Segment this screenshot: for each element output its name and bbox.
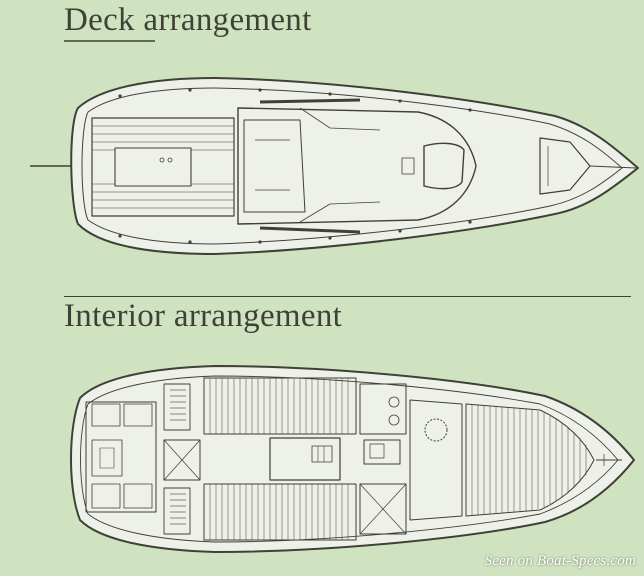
deck-companionway [243, 119, 306, 213]
interior-heads [409, 399, 463, 521]
interior-sink [363, 439, 401, 465]
interior-engine-box [163, 439, 201, 481]
deck-cockpit [91, 117, 235, 217]
deck-forehatch [423, 142, 465, 190]
interior-hanging-locker [359, 483, 407, 535]
deck-stanchions [118, 88, 472, 244]
interior-galley [359, 383, 407, 435]
deck-anchor-locker [539, 137, 591, 195]
stove-burner-icon [388, 396, 400, 408]
deck-sheer-line [81, 87, 623, 245]
deck-plan [30, 40, 639, 255]
interior-settee-port [203, 377, 357, 435]
deck-forestay [589, 165, 637, 169]
interior-steps-starboard [163, 487, 191, 535]
interior-hull-outline [70, 365, 635, 553]
deck-arrangement-heading: Deck arrangement [64, 2, 312, 38]
deck-vent [401, 157, 415, 175]
stove-burner-icon [388, 414, 400, 426]
interior-inner-hull [80, 375, 619, 543]
interior-heading-rule [64, 296, 631, 297]
deck-winch [159, 157, 165, 163]
interior-steps-port [163, 383, 191, 431]
deck-cockpit-well [114, 147, 192, 187]
deck-hull-outline [70, 77, 639, 255]
deck-track-port [259, 98, 361, 104]
interior-arrangement-heading: Interior arrangement [64, 298, 343, 334]
deck-coachroof [237, 107, 477, 225]
interior-settee-starboard [203, 483, 357, 541]
watermark: Seen on Boat-Specs.com [484, 553, 636, 569]
deck-track-starboard [259, 226, 361, 234]
interior-v-berth [465, 403, 595, 517]
deck-winch [167, 157, 173, 163]
interior-plan [70, 365, 635, 553]
interior-aft-area [85, 401, 157, 513]
interior-chart-table [91, 439, 123, 477]
interior-forehatch-outline [424, 418, 448, 442]
interior-saloon-table [269, 437, 341, 481]
